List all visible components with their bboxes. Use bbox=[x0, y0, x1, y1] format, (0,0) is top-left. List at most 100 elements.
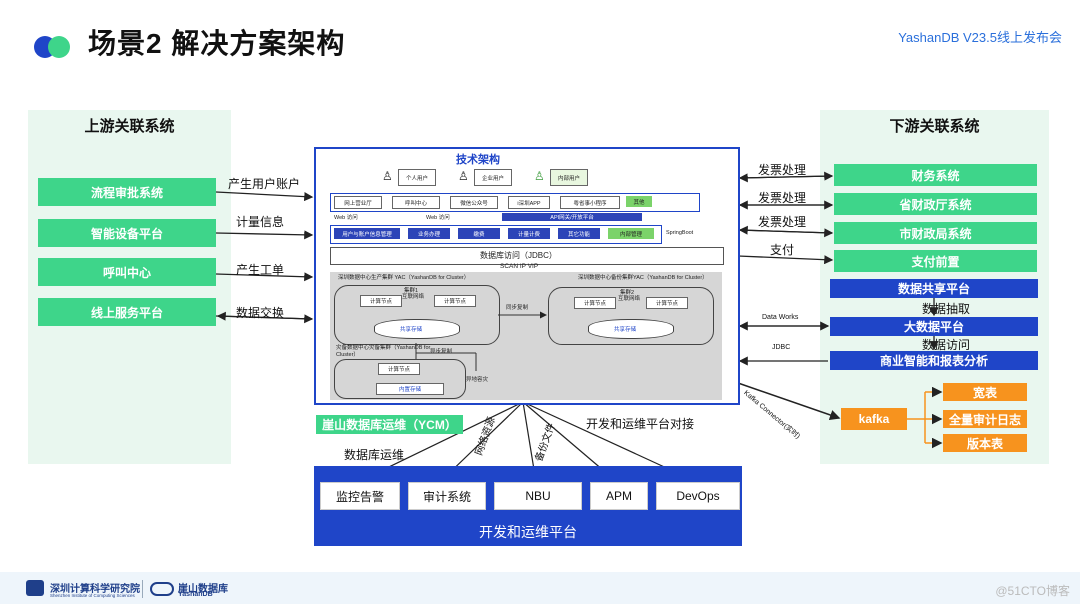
downstream-title: 下游关联系统 bbox=[889, 118, 980, 135]
upstream-system-device: 智能设备平台 bbox=[38, 219, 216, 247]
compute-node-2b: 计算节点 bbox=[646, 297, 688, 309]
user-enterprise: 企业用户 bbox=[474, 169, 512, 186]
compute-node-1b: 计算节点 bbox=[434, 295, 476, 307]
api-gateway: API网关/开放平台 bbox=[502, 213, 642, 221]
platform-label: 开发和运维平台 bbox=[479, 524, 577, 540]
watermark: @51CTO博客 bbox=[995, 584, 1070, 598]
footer-org2: 崖山数据库 bbox=[178, 584, 228, 595]
tech-inner-arrows bbox=[415, 311, 547, 371]
dev-ops-platform: 监控告警 审计系统 NBU APM DevOps 开发和运维平台 bbox=[314, 466, 742, 546]
db-access-bar bbox=[330, 247, 724, 265]
downstream-bigdata: 大数据平台 bbox=[830, 317, 1038, 336]
dr-cluster-shape bbox=[334, 359, 466, 399]
interconnect-label-2: 互联网络 bbox=[618, 296, 641, 302]
upstream-panel bbox=[28, 110, 231, 464]
ycm-flow-label: 数据库运维 bbox=[344, 448, 405, 462]
channel-online-hall: 网上营业厅 bbox=[334, 196, 382, 209]
kafka-target-widetable: 宽表 bbox=[943, 383, 1027, 401]
person-icon: ♙ bbox=[534, 169, 545, 183]
tech-architecture: 技术架构 个人用户 企业用户 内部用户 ♙ ♙ ♙ 网上营业厅 呼叫中心 微信公… bbox=[314, 147, 740, 405]
person-icon: ♙ bbox=[382, 169, 393, 183]
footer-org2-en: YashanDB bbox=[178, 591, 213, 598]
page-title: 场景2 解决方案架构 bbox=[88, 28, 346, 59]
flow-label-jdbc: JDBC bbox=[772, 344, 791, 351]
upstream-title: 上游关联系统 bbox=[84, 118, 175, 135]
footer-org1: 深圳计算科学研究院 bbox=[50, 584, 140, 595]
downstream-finance: 财务系统 bbox=[834, 164, 1037, 186]
service-row bbox=[330, 225, 662, 244]
channel-miniprogram: 粤省事小程序 bbox=[560, 196, 620, 209]
upstream-system-callcenter: 呼叫中心 bbox=[38, 258, 216, 286]
downstream-city: 市财政局系统 bbox=[834, 222, 1037, 244]
sync-copy-label: 同步复制 bbox=[506, 305, 529, 311]
offsite-dr-label: 异地容灾 bbox=[466, 377, 489, 383]
service-business: 业务办理 bbox=[408, 228, 450, 239]
upstream-system-approval: 流程审批系统 bbox=[38, 178, 216, 206]
flow-label-invoice-3: 发票处理 bbox=[758, 215, 807, 229]
sics-logo-icon bbox=[26, 580, 44, 596]
tech-title: 技术架构 bbox=[456, 154, 500, 166]
tool-apm: APM bbox=[590, 482, 648, 510]
web-access-1: Web 访问 bbox=[334, 215, 358, 221]
kafka-box: kafka bbox=[841, 408, 907, 430]
service-other: 其它功能 bbox=[558, 228, 600, 239]
channel-app: i深圳APP bbox=[508, 196, 550, 209]
tool-devops: DevOps bbox=[656, 482, 740, 510]
async-copy-label: 异步复制 bbox=[430, 349, 453, 355]
downstream-bi: 商业智能和报表分析 bbox=[830, 351, 1038, 370]
logo-dot-green bbox=[48, 36, 70, 58]
cluster1-label: 集群1 bbox=[404, 288, 419, 294]
cluster2-label: 集群2 bbox=[620, 290, 635, 296]
footer-org1-en: Shenzhen Institute of Computing Sciences bbox=[50, 593, 135, 598]
flow-label-dataworks: Data Works bbox=[762, 314, 799, 321]
shared-storage-1-shape bbox=[374, 319, 460, 339]
downstream-province: 省财政厅系统 bbox=[834, 193, 1037, 215]
ycm-box: 崖山数据库运维（YCM） bbox=[316, 415, 463, 434]
downstream-datashare: 数据共享平台 bbox=[830, 279, 1038, 298]
channel-wechat: 微信公众号 bbox=[450, 196, 498, 209]
prod-cluster-label: 深圳数据中心生产集群 YAC（YashanDB for Cluster） bbox=[338, 275, 470, 281]
channel-other: 其他 bbox=[626, 196, 652, 207]
flow-label-metering: 计量信息 bbox=[236, 215, 285, 229]
framework-label: SpringBoot bbox=[666, 230, 694, 236]
tool-nbu: NBU bbox=[494, 482, 582, 510]
service-user-account: 用户与账户信息管理 bbox=[334, 228, 400, 239]
flow-label-exchange: 数据交换 bbox=[236, 306, 285, 320]
channel-callcenter: 呼叫中心 bbox=[392, 196, 440, 209]
web-access-2: Web 访问 bbox=[426, 215, 450, 221]
footer-divider bbox=[142, 580, 143, 598]
flow-label-payment: 支付 bbox=[770, 243, 795, 257]
backup-cluster-label: 深圳数据中心备份集群YAC（YashanDB for Cluster） bbox=[578, 275, 708, 281]
flow-label-workorder: 产生工单 bbox=[236, 263, 285, 277]
flow-label-invoice-2: 发票处理 bbox=[758, 191, 807, 205]
tool-audit: 审计系统 bbox=[408, 482, 486, 510]
flow-label-user-account: 产生用户账户 bbox=[228, 177, 301, 191]
flow-label-invoice-1: 发票处理 bbox=[758, 163, 807, 177]
dr-cluster-label: 灾备数据中心灾备集群（YashanDB for Cluster） bbox=[336, 345, 431, 358]
channel-row bbox=[330, 193, 700, 212]
shared-storage-2: 共享存储 bbox=[614, 327, 637, 333]
user-internal: 内部用户 bbox=[550, 169, 588, 186]
downstream-payment: 支付前置 bbox=[834, 250, 1037, 272]
event-label: YashanDB V23.5线上发布会 bbox=[898, 30, 1062, 45]
service-payment: 缴费 bbox=[458, 228, 500, 239]
scan-ip-label: SCAN IP VIP bbox=[500, 263, 539, 270]
compute-node-1a: 计算节点 bbox=[360, 295, 402, 307]
backup-cluster-shape bbox=[548, 287, 714, 345]
interconnect-label-1: 互联网络 bbox=[402, 294, 425, 300]
yashandb-logo-icon bbox=[150, 582, 174, 596]
footer bbox=[0, 572, 1080, 604]
docking-label: 开发和运维平台对接 bbox=[586, 417, 695, 431]
kafka-target-auditlog: 全量审计日志 bbox=[943, 410, 1027, 428]
builtin-storage: 内置存储 bbox=[376, 383, 444, 395]
user-personal: 个人用户 bbox=[398, 169, 436, 186]
compute-node-2a: 计算节点 bbox=[574, 297, 616, 309]
db-access-label: 数据库访问（JDBC） bbox=[480, 251, 557, 260]
kafka-target-version: 版本表 bbox=[943, 434, 1027, 452]
service-metering: 计量计费 bbox=[508, 228, 550, 239]
shared-storage-2-shape bbox=[588, 319, 674, 339]
shared-storage-1: 共享存储 bbox=[400, 327, 423, 333]
person-icon: ♙ bbox=[458, 169, 469, 183]
tool-monitoring: 监控告警 bbox=[320, 482, 400, 510]
compute-node-dr: 计算节点 bbox=[378, 363, 420, 375]
